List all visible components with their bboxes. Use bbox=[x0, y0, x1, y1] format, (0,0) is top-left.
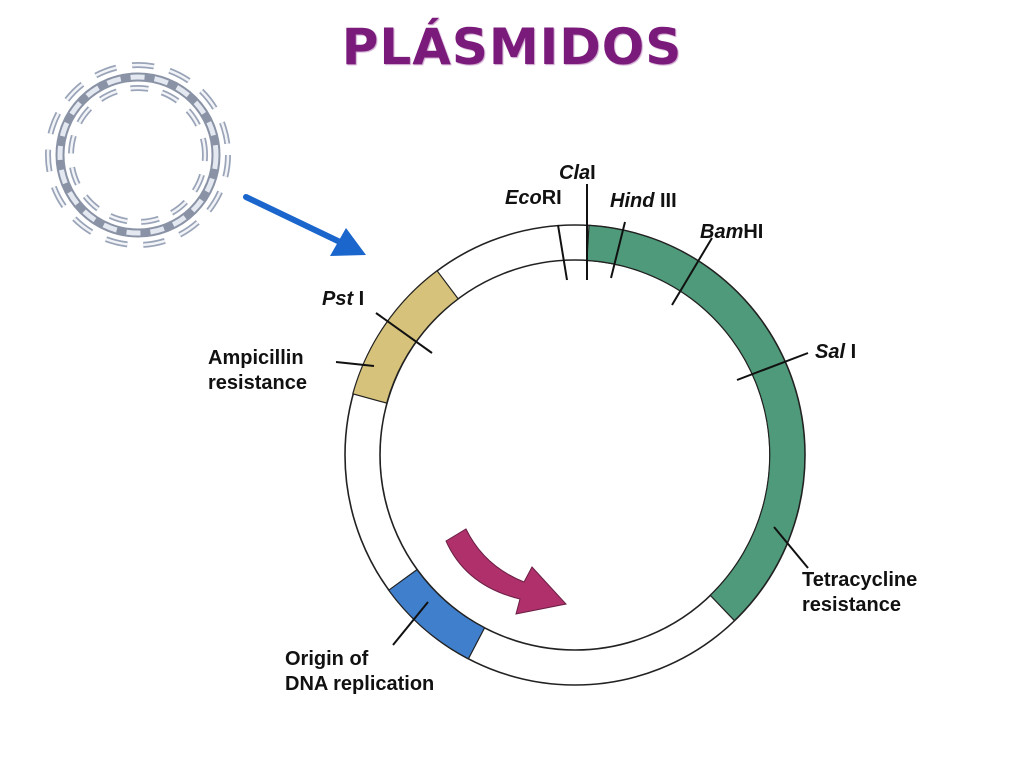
sal-site-label: Sal I bbox=[815, 341, 856, 363]
bam-site-line bbox=[671, 237, 713, 306]
tetracycline-label-line1: Tetracycline bbox=[802, 569, 917, 591]
replication-direction-arrow-icon bbox=[445, 528, 567, 615]
region-callout-lines bbox=[335, 361, 809, 646]
ampicillin-callout-line bbox=[335, 361, 375, 367]
sal-site-line bbox=[736, 352, 809, 381]
ampicillin-region bbox=[352, 269, 459, 404]
tetracycline-label-line2: resistance bbox=[802, 594, 901, 616]
origin-label-line1: Origin of bbox=[285, 648, 369, 670]
eco-site-line bbox=[557, 224, 568, 281]
eco-site-label: EcoRI bbox=[505, 187, 562, 209]
restriction-site-lines bbox=[375, 184, 809, 381]
ampicillin-label-line1: Ampicillin bbox=[208, 347, 304, 369]
hind-site-line bbox=[610, 221, 626, 279]
pst-site-label: Pst I bbox=[322, 288, 364, 310]
tetracycline-callout-line bbox=[773, 526, 809, 569]
pointer-arrow-icon bbox=[243, 194, 366, 256]
plasmid-helix-icon bbox=[45, 62, 231, 248]
hind-site-label: Hind III bbox=[610, 190, 677, 212]
pst-site-line bbox=[375, 312, 433, 354]
bam-site-label: BamHI bbox=[700, 221, 763, 243]
origin-label-line2: DNA replication bbox=[285, 673, 434, 695]
tetracycline-region bbox=[586, 224, 806, 622]
page-title: PLÁSMIDOS bbox=[341, 18, 683, 76]
ampicillin-label-line2: resistance bbox=[208, 372, 307, 394]
cla-site-label: ClaI bbox=[559, 162, 596, 184]
origin-callout-line bbox=[392, 601, 429, 646]
origin-region bbox=[387, 568, 486, 660]
